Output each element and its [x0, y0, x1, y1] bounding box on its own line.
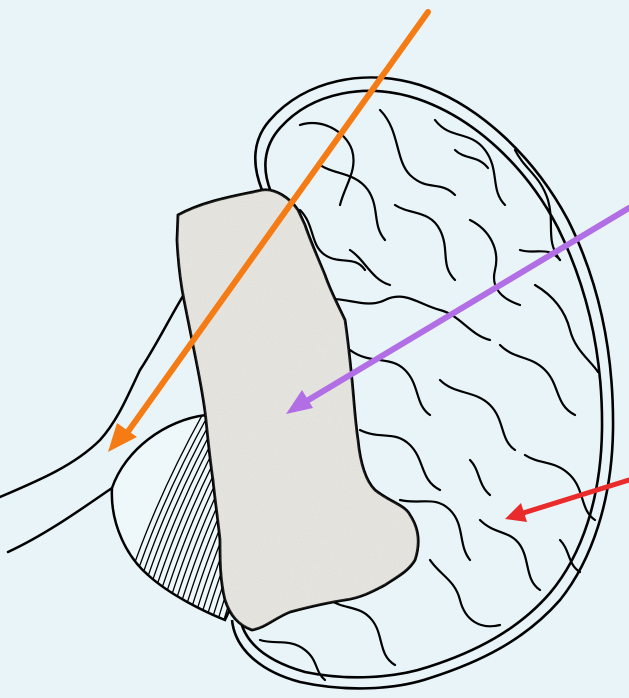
- arrow-red: [505, 480, 629, 522]
